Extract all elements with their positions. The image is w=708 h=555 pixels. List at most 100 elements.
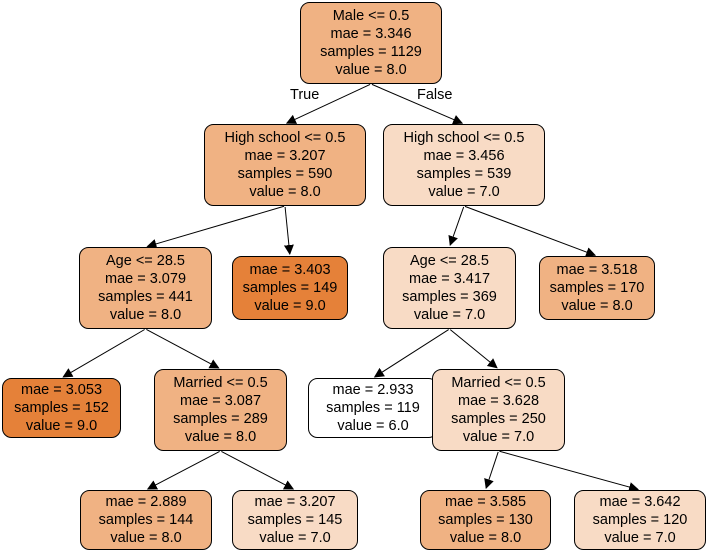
node-line: mae = 3.087 — [180, 393, 261, 409]
node-line: Age <= 28.5 — [410, 253, 489, 269]
node-line: value = 8.0 — [249, 184, 320, 200]
node-line: value = 9.0 — [254, 298, 325, 314]
node-line: mae = 3.585 — [445, 494, 526, 510]
tree-node-n2: High school <= 0.5 mae = 3.456 samples = 5… — [383, 124, 545, 206]
node-box — [420, 490, 551, 550]
tree-node-n3: Age <= 28.5 mae = 3.079 samples = 441 value… — [79, 247, 212, 329]
node-line: mae = 3.642 — [599, 494, 680, 510]
edge-n8-n12 — [221, 451, 295, 490]
node-box — [539, 256, 655, 320]
node-line: value = 8.0 — [185, 429, 256, 445]
tree-node-n6: mae = 3.518 samples = 170 value = 8.0 — [539, 256, 655, 320]
node-line: samples = 170 — [550, 280, 645, 296]
node-line: mae = 3.079 — [105, 271, 186, 287]
node-line: mae = 3.207 — [254, 494, 335, 510]
node-line: samples = 250 — [451, 411, 546, 427]
edge-n1-n4 — [283, 206, 294, 256]
edge-n10-n13 — [484, 451, 499, 490]
node-line: mae = 3.628 — [458, 393, 539, 409]
tree-node-n5: Age <= 28.5 mae = 3.417 samples = 369 value… — [383, 247, 516, 329]
edge-n0-n1 — [285, 83, 371, 124]
tree-node-n11: mae = 2.889 samples = 144 value = 8.0 — [80, 490, 212, 550]
tree-node-n0: Male <= 0.5 mae = 3.346 samples = 1129 valu… — [300, 2, 442, 84]
node-line: mae = 3.207 — [244, 148, 325, 164]
node-box — [232, 490, 358, 550]
node-line: samples = 130 — [438, 512, 533, 528]
node-line: Married <= 0.5 — [451, 375, 545, 391]
tree-node-n7: mae = 3.053 samples = 152 value = 9.0 — [2, 378, 121, 438]
edge-n8-n11 — [146, 451, 220, 490]
node-line: samples = 441 — [98, 289, 193, 305]
node-line: samples = 152 — [14, 400, 109, 416]
edge-n3-n7 — [62, 329, 145, 378]
node-line: mae = 2.933 — [332, 382, 413, 398]
node-box — [574, 490, 706, 550]
edges-layer — [62, 83, 640, 492]
node-line: mae = 3.346 — [330, 26, 411, 42]
node-box — [300, 2, 442, 84]
node-line: value = 8.0 — [335, 62, 406, 78]
node-box — [204, 124, 366, 206]
node-line: value = 7.0 — [259, 530, 330, 546]
node-line: value = 8.0 — [450, 530, 521, 546]
node-line: samples = 289 — [173, 411, 268, 427]
node-box — [432, 369, 565, 451]
edge-n1-n3 — [146, 205, 285, 249]
node-line: value = 9.0 — [26, 418, 97, 434]
node-line: High school <= 0.5 — [404, 130, 525, 146]
node-line: samples = 149 — [243, 280, 338, 296]
node-line: mae = 3.417 — [409, 271, 490, 287]
node-line: High school <= 0.5 — [225, 130, 346, 146]
node-line: value = 8.0 — [561, 298, 632, 314]
node-line: value = 8.0 — [110, 307, 181, 323]
node-line: mae = 3.456 — [423, 148, 504, 164]
edge-n3-n8 — [146, 329, 220, 369]
node-line: value = 7.0 — [463, 429, 534, 445]
tree-node-n12: mae = 3.207 samples = 145 value = 7.0 — [232, 490, 358, 550]
node-line: mae = 3.518 — [556, 262, 637, 278]
edge-n2-n6 — [464, 205, 597, 257]
node-line: value = 6.0 — [337, 418, 408, 434]
node-line: samples = 144 — [99, 512, 194, 528]
tree-node-n1: High school <= 0.5 mae = 3.207 samples = 5… — [204, 124, 366, 206]
tree-node-n9: mae = 2.933 samples = 119 value = 6.0 — [308, 378, 438, 438]
node-line: samples = 369 — [402, 289, 497, 305]
node-box — [232, 256, 348, 320]
tree-node-n10: Married <= 0.5 mae = 3.628 samples = 250 va… — [432, 369, 565, 451]
node-line: samples = 119 — [326, 400, 420, 416]
node-box — [80, 490, 212, 550]
node-line: mae = 3.053 — [21, 382, 102, 398]
true-edge-label: True — [290, 87, 319, 103]
edge-n0-n2 — [371, 83, 464, 125]
node-line: Married <= 0.5 — [173, 375, 267, 391]
node-box — [79, 247, 212, 329]
node-line: mae = 3.403 — [249, 262, 330, 278]
edge-n2-n5 — [448, 206, 465, 247]
node-line: value = 7.0 — [414, 307, 485, 323]
edge-n5-n10 — [449, 329, 498, 369]
node-line: mae = 2.889 — [105, 494, 186, 510]
edge-n10-n14 — [499, 450, 640, 492]
node-line: value = 7.0 — [604, 530, 675, 546]
node-box — [383, 124, 545, 206]
tree-node-n14: mae = 3.642 samples = 120 value = 7.0 — [574, 490, 706, 550]
node-line: value = 7.0 — [428, 184, 499, 200]
tree-node-n8: Married <= 0.5 mae = 3.087 samples = 289 va… — [154, 369, 287, 451]
node-box — [154, 369, 287, 451]
tree-node-n13: mae = 3.585 samples = 130 value = 8.0 — [420, 490, 551, 550]
node-box — [383, 247, 516, 329]
node-line: samples = 1129 — [320, 44, 422, 60]
node-line: samples = 590 — [238, 166, 333, 182]
edge-n5-n9 — [373, 329, 449, 378]
node-line: Age <= 28.5 — [106, 253, 185, 269]
node-line: samples = 539 — [417, 166, 512, 182]
node-line: Male <= 0.5 — [333, 8, 410, 24]
false-edge-label: False — [417, 87, 452, 103]
node-line: value = 8.0 — [110, 530, 181, 546]
node-line: samples = 120 — [593, 512, 688, 528]
tree-node-n4: mae = 3.403 samples = 149 value = 9.0 — [232, 256, 348, 320]
node-box — [2, 378, 121, 438]
node-line: samples = 145 — [248, 512, 343, 528]
